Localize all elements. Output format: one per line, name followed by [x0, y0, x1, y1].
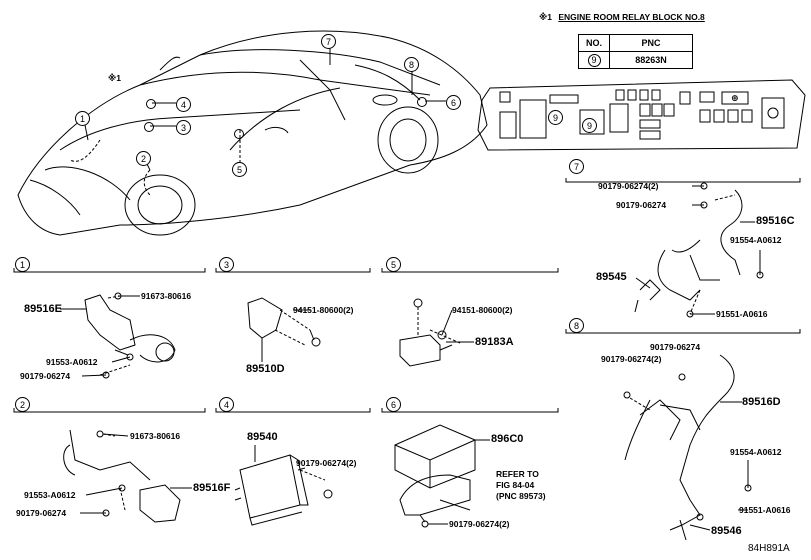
relay-title-text: ENGINE ROOM RELAY BLOCK NO.8 — [558, 12, 705, 22]
part-89183A[interactable]: 89183A — [475, 336, 514, 348]
section-7-number: 7 — [569, 159, 584, 174]
part-91553-A0612-s1[interactable]: 91553-A0612 — [46, 357, 98, 367]
part-91673-80616-s2[interactable]: 91673-80616 — [130, 431, 181, 441]
callout-9-a: 9 — [548, 110, 563, 125]
car-note-mark: ※1 — [108, 73, 121, 83]
section-6-art — [394, 424, 476, 528]
part-89516F[interactable]: 89516F — [193, 482, 231, 494]
part-90179-06274-s2[interactable]: 90179-06274 — [16, 508, 67, 518]
section-3-art — [247, 297, 321, 352]
pnc-table: NO. PNC 9 88263N — [578, 34, 693, 69]
pnc-number-circle: 9 — [587, 53, 601, 67]
callout-2: 2 — [136, 151, 151, 166]
callout-dot-4 — [146, 99, 156, 109]
callout-6: 6 — [446, 95, 461, 110]
callout-7: 7 — [321, 34, 336, 49]
section-5-art — [399, 298, 461, 367]
pnc-table-header-row: NO. PNC — [578, 34, 693, 52]
part-89516D[interactable]: 89516D — [742, 396, 781, 408]
section-4-art — [234, 445, 333, 526]
section-2-number: 2 — [15, 397, 30, 412]
callout-dot-6 — [417, 97, 427, 107]
callout-8: 8 — [404, 57, 419, 72]
part-89540[interactable]: 89540 — [247, 431, 278, 443]
section-1-art — [84, 292, 176, 379]
part-90179-06274-s8[interactable]: 90179-06274 — [650, 342, 701, 352]
plus-terminal-icon: ⊕ — [731, 93, 739, 103]
table-row: 9 88263N — [578, 51, 693, 69]
part-90179-06274-s7[interactable]: 90179-06274 — [616, 200, 667, 210]
section-8-art — [623, 354, 752, 541]
section-2-art — [63, 429, 181, 523]
part-89545[interactable]: 89545 — [596, 271, 627, 283]
part-89516C[interactable]: 89516C — [756, 215, 795, 227]
part-89510D[interactable]: 89510D — [246, 363, 285, 375]
callout-dot-3 — [144, 122, 154, 132]
part-90179-06274-s6[interactable]: 90179-06274(2) — [449, 519, 510, 529]
part-91554-A0612-s8[interactable]: 91554-A0612 — [730, 447, 782, 457]
pnc-table-header-pnc: PNC — [609, 34, 693, 52]
callout-9-b: 9 — [582, 118, 597, 133]
part-89516E[interactable]: 89516E — [24, 303, 62, 315]
car-illustration — [17, 30, 488, 236]
part-89546[interactable]: 89546 — [711, 525, 742, 537]
part-94151-80600-s3[interactable]: 94151-80600(2) — [293, 305, 354, 315]
part-896C0[interactable]: 896C0 — [491, 433, 524, 445]
section-4-number: 4 — [219, 397, 234, 412]
section-3-number: 3 — [219, 257, 234, 272]
callout-1: 1 — [75, 111, 90, 126]
part-90179-06274-s4[interactable]: 90179-06274(2) — [296, 458, 357, 468]
part-91554-A0612-s7[interactable]: 91554-A0612 — [730, 235, 782, 245]
callout-3: 3 — [176, 120, 191, 135]
part-91551-A0616-s8[interactable]: 91551-A0616 — [739, 505, 791, 515]
pnc-table-cell-pnc: 88263N — [609, 51, 693, 69]
refer-line-2[interactable]: FIG 84-04 — [496, 480, 535, 490]
relay-note-mark: ※1 — [539, 12, 552, 22]
part-91551-A0616-s7[interactable]: 91551-A0616 — [716, 309, 768, 319]
pnc-table-cell-no: 9 — [578, 51, 610, 69]
callout-dot-5 — [234, 129, 244, 139]
part-91553-A0612-s2[interactable]: 91553-A0612 — [24, 490, 76, 500]
section-1-number: 1 — [15, 257, 30, 272]
refer-line-3: (PNC 89573) — [496, 491, 546, 501]
callout-4: 4 — [176, 97, 191, 112]
relay-block-illustration — [477, 79, 806, 151]
part-91673-80616-s1[interactable]: 91673-80616 — [141, 291, 192, 301]
part-90179-06274-2-s7[interactable]: 90179-06274(2) — [598, 181, 659, 191]
section-frames — [13, 178, 801, 413]
section-6-number: 6 — [386, 397, 401, 412]
pnc-table-header-no: NO. — [578, 34, 610, 52]
callout-5: 5 — [232, 162, 247, 177]
section-8-number: 8 — [569, 318, 584, 333]
section-5-number: 5 — [386, 257, 401, 272]
part-94151-80600-s5[interactable]: 94151-80600(2) — [452, 305, 513, 315]
relay-block-title: ※1 ENGINE ROOM RELAY BLOCK NO.8 — [539, 13, 705, 22]
refer-line-1: REFER TO — [496, 469, 539, 479]
figure-code: 84H891A — [748, 543, 790, 554]
part-90179-06274-2-s8[interactable]: 90179-06274(2) — [601, 354, 662, 364]
part-90179-06274-s1[interactable]: 90179-06274 — [20, 371, 71, 381]
